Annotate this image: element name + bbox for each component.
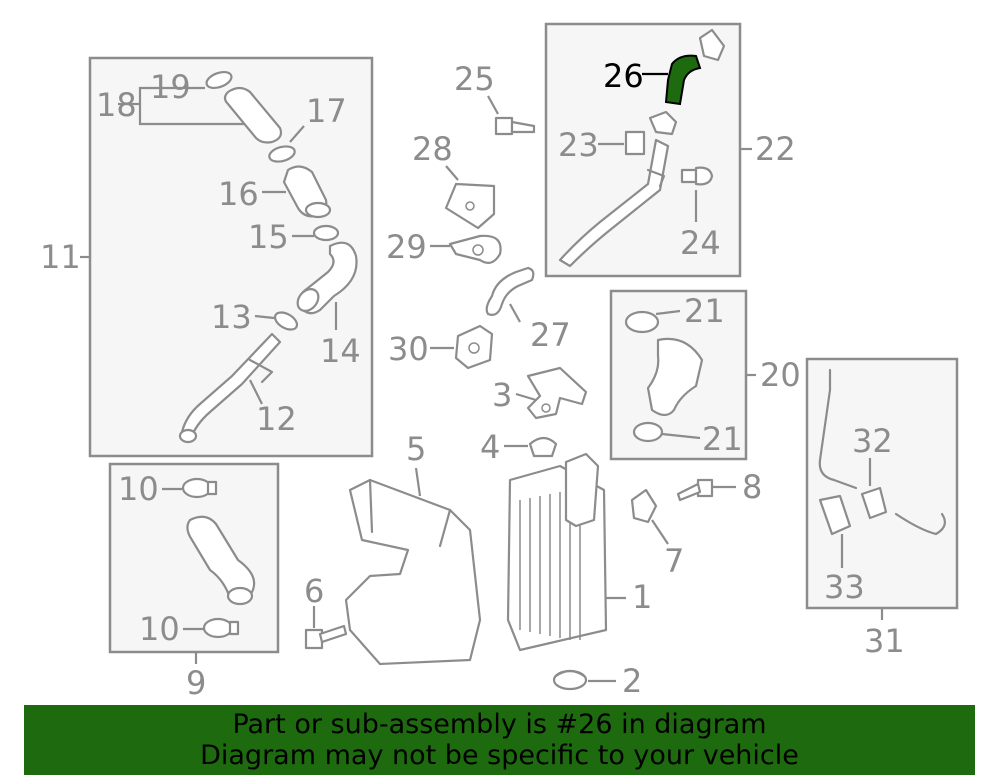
connector-icon — [698, 28, 726, 62]
banner-line-2: Diagram may not be specific to your vehi… — [200, 740, 799, 771]
grommet-2-icon — [552, 669, 588, 691]
hose-20-icon — [646, 337, 704, 417]
label-4: 4 — [480, 428, 500, 466]
leader-27 — [509, 303, 521, 323]
label-26: 26 — [603, 57, 644, 95]
clamp-10-bottom-icon — [202, 617, 240, 639]
pipe-31-icon — [818, 368, 858, 490]
label-21-top: 21 — [684, 292, 725, 330]
label-21-bottom: 21 — [702, 420, 743, 458]
label-30: 30 — [388, 330, 429, 368]
highlighted-hose-26-icon — [664, 54, 702, 106]
label-28: 28 — [412, 130, 453, 168]
bolt-25-icon — [494, 116, 536, 136]
label-33: 33 — [824, 568, 865, 606]
label-1: 1 — [632, 578, 652, 616]
sensor-32-icon — [860, 486, 888, 520]
label-11: 11 — [40, 238, 81, 276]
label-12: 12 — [256, 400, 297, 438]
clamp-21-top-icon — [624, 310, 660, 334]
clamp-19-icon — [205, 70, 233, 90]
intercooler-1-icon — [506, 452, 608, 652]
part-notice-banner: Part or sub-assembly is #26 in diagram D… — [24, 705, 975, 775]
bracket-23-icon — [624, 130, 646, 156]
group-box-31 — [805, 357, 959, 610]
leader-3 — [515, 392, 537, 402]
hose-9-icon — [186, 515, 256, 606]
clamp-10-top-icon — [181, 477, 218, 499]
clamp-15-icon — [312, 224, 340, 242]
leader-21b — [661, 432, 701, 440]
pipe-22-icon — [558, 138, 670, 268]
label-14: 14 — [320, 332, 361, 370]
label-29: 29 — [386, 228, 427, 266]
label-18: 18 — [96, 86, 137, 124]
leader-12 — [249, 379, 263, 405]
mount-4-icon — [528, 436, 558, 458]
gasket-29-icon — [448, 234, 502, 265]
leader-5 — [414, 467, 422, 497]
label-19: 19 — [150, 68, 191, 106]
label-10-bottom: 10 — [139, 610, 180, 648]
bracket-33-icon — [818, 494, 852, 536]
label-15: 15 — [248, 218, 289, 256]
sensor-16-icon — [282, 165, 332, 219]
label-31: 31 — [864, 622, 905, 660]
bolt-8-icon — [676, 478, 714, 502]
clamp-21-bottom-icon — [632, 421, 664, 443]
label-27: 27 — [530, 316, 571, 354]
valve-30-icon — [454, 324, 494, 370]
label-25: 25 — [454, 60, 495, 98]
banner-line-1: Part or sub-assembly is #26 in diagram — [232, 709, 767, 740]
hose-18-icon — [223, 86, 283, 144]
label-32: 32 — [852, 422, 893, 460]
label-20: 20 — [760, 356, 801, 394]
label-2: 2 — [622, 662, 642, 700]
label-17: 17 — [306, 92, 347, 130]
label-22: 22 — [755, 130, 796, 168]
parts-diagram: 18 19 17 16 15 11 13 14 12 10 10 9 25 28… — [40, 22, 959, 700]
leader-21a — [655, 309, 681, 316]
label-13: 13 — [211, 298, 252, 336]
tube-icon — [894, 512, 947, 536]
label-5: 5 — [406, 430, 426, 468]
pipe-12-icon — [178, 332, 282, 444]
clamp-13-icon — [273, 311, 299, 331]
gasket-28-icon — [444, 182, 496, 230]
bolt-24-icon — [680, 166, 714, 186]
clamp-17-icon — [268, 145, 296, 163]
label-16: 16 — [218, 175, 259, 213]
label-10-top: 10 — [118, 470, 159, 508]
bracket-3-icon — [526, 366, 588, 420]
sensor-7-icon — [630, 488, 658, 524]
leader-28 — [445, 165, 459, 181]
clip-icon — [648, 110, 678, 136]
label-6: 6 — [304, 572, 324, 610]
hose-27-icon — [485, 266, 535, 316]
leader-17 — [289, 125, 305, 143]
label-8: 8 — [742, 468, 762, 506]
hose-14-icon — [296, 241, 358, 315]
label-9: 9 — [186, 664, 206, 700]
leader-7 — [651, 519, 669, 545]
label-24: 24 — [680, 224, 721, 262]
leader-18-19 — [118, 86, 244, 126]
label-7: 7 — [664, 542, 684, 580]
leader-13 — [254, 314, 275, 320]
bolt-6-icon — [304, 624, 348, 650]
label-23: 23 — [558, 126, 599, 164]
duct-5-icon — [344, 478, 482, 666]
label-3: 3 — [492, 376, 512, 414]
leader-25 — [487, 95, 499, 115]
